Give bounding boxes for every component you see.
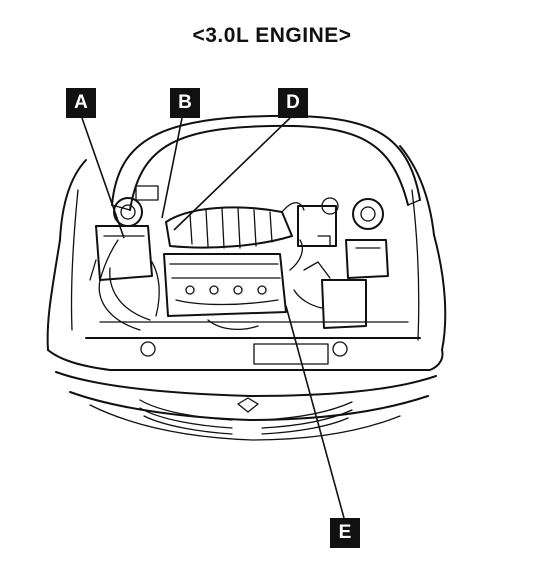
radiator-support xyxy=(85,321,421,365)
callout-d: D xyxy=(278,88,308,118)
car-body-outline xyxy=(46,145,447,351)
hoses xyxy=(99,239,304,331)
callout-d-leader xyxy=(173,117,291,231)
air-cleaner-box xyxy=(89,225,153,331)
battery-and-components xyxy=(293,205,389,329)
callout-e-leader xyxy=(285,305,345,519)
right-strut-tower xyxy=(321,197,384,230)
intake-manifold xyxy=(165,202,305,249)
callout-a: A xyxy=(66,88,96,118)
callout-b-leader xyxy=(161,117,183,219)
front-bumper xyxy=(47,349,444,441)
callout-b: B xyxy=(170,88,200,118)
callout-a-leader xyxy=(81,117,125,239)
left-strut-tower xyxy=(113,185,159,227)
engine-block xyxy=(163,253,287,317)
diagram-title: <3.0L ENGINE> xyxy=(192,24,352,47)
callout-e: E xyxy=(330,518,360,548)
